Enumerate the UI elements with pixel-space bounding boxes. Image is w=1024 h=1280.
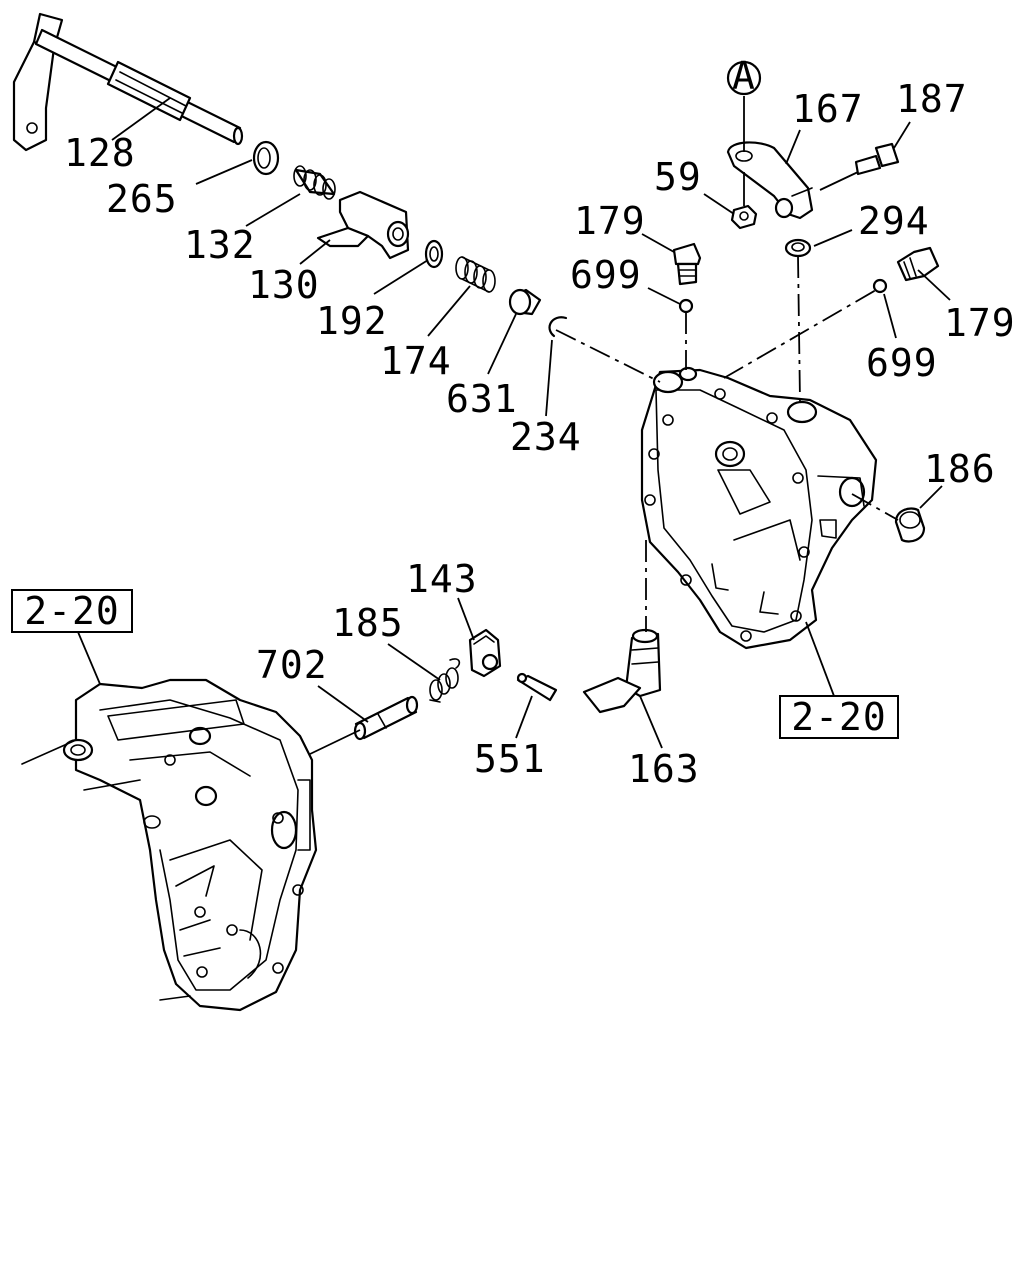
label-179-top: 179 [574,199,646,243]
label-702: 702 [256,643,328,687]
label-187: 187 [896,77,968,121]
label-128: 128 [64,131,136,175]
part-167-lever [726,141,814,220]
ref-box-2-20-left: 2-20 [11,589,133,633]
circle-marker-a-label: A [732,54,756,98]
part-192-washer [424,239,444,269]
label-185: 185 [332,601,404,645]
part-294-washer [784,238,812,258]
label-59: 59 [654,155,702,199]
label-192: 192 [316,299,388,343]
part-185-spring [429,658,461,703]
part-179-plug-top [672,242,702,286]
part-186-cap [894,507,926,543]
part-163-finger [582,628,662,714]
leader-lines [77,97,951,755]
label-234: 234 [510,415,582,459]
part-labels: 128 265 132 130 192 174 631 234 179 699 … [64,77,1016,791]
circle-marker-a: A [726,54,762,98]
label-186: 186 [924,447,996,491]
label-631: 631 [446,377,518,421]
part-702-pin [353,695,419,741]
part-187-bolt [854,142,900,176]
label-130: 130 [248,263,320,307]
part-551-pin [516,672,558,702]
label-551: 551 [474,737,546,781]
housing-upper-right [640,366,878,650]
part-631-bushing [508,288,542,316]
part-265-seal [252,140,280,176]
assembly-lines [555,96,899,632]
part-59-nut [730,204,758,230]
part-130-block [316,190,410,260]
label-132: 132 [184,223,256,267]
label-179-right: 179 [944,301,1016,345]
part-174-spring [455,256,496,293]
housing-lower-left [21,678,318,1012]
label-699-right: 699 [866,341,938,385]
label-174: 174 [380,339,452,383]
part-699-ball-right [872,278,888,294]
label-699-top: 699 [570,253,642,297]
part-699-ball-top [678,298,694,314]
part-234-snap-ring [548,316,568,338]
label-294: 294 [858,199,930,243]
ref-box-right-label: 2-20 [791,695,887,739]
part-179-plug-right [896,246,940,282]
ref-box-2-20-right: 2-20 [779,695,899,739]
label-167: 167 [792,87,864,131]
part-128-shaft [12,12,244,152]
label-163: 163 [628,747,700,791]
label-265: 265 [106,177,178,221]
label-143: 143 [406,557,478,601]
ref-box-left-label: 2-20 [24,589,120,633]
part-132-spring [293,165,336,200]
part-143-interlock [468,628,502,678]
